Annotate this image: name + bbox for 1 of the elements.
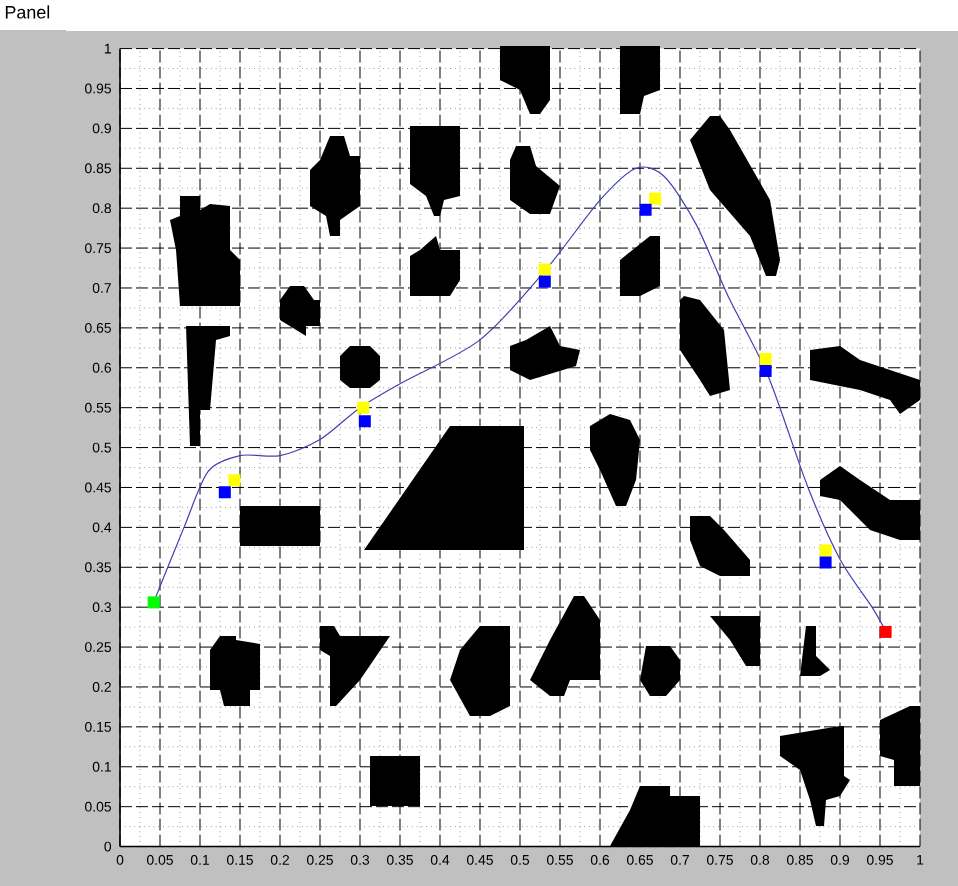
panel-title: Panel xyxy=(5,5,50,19)
